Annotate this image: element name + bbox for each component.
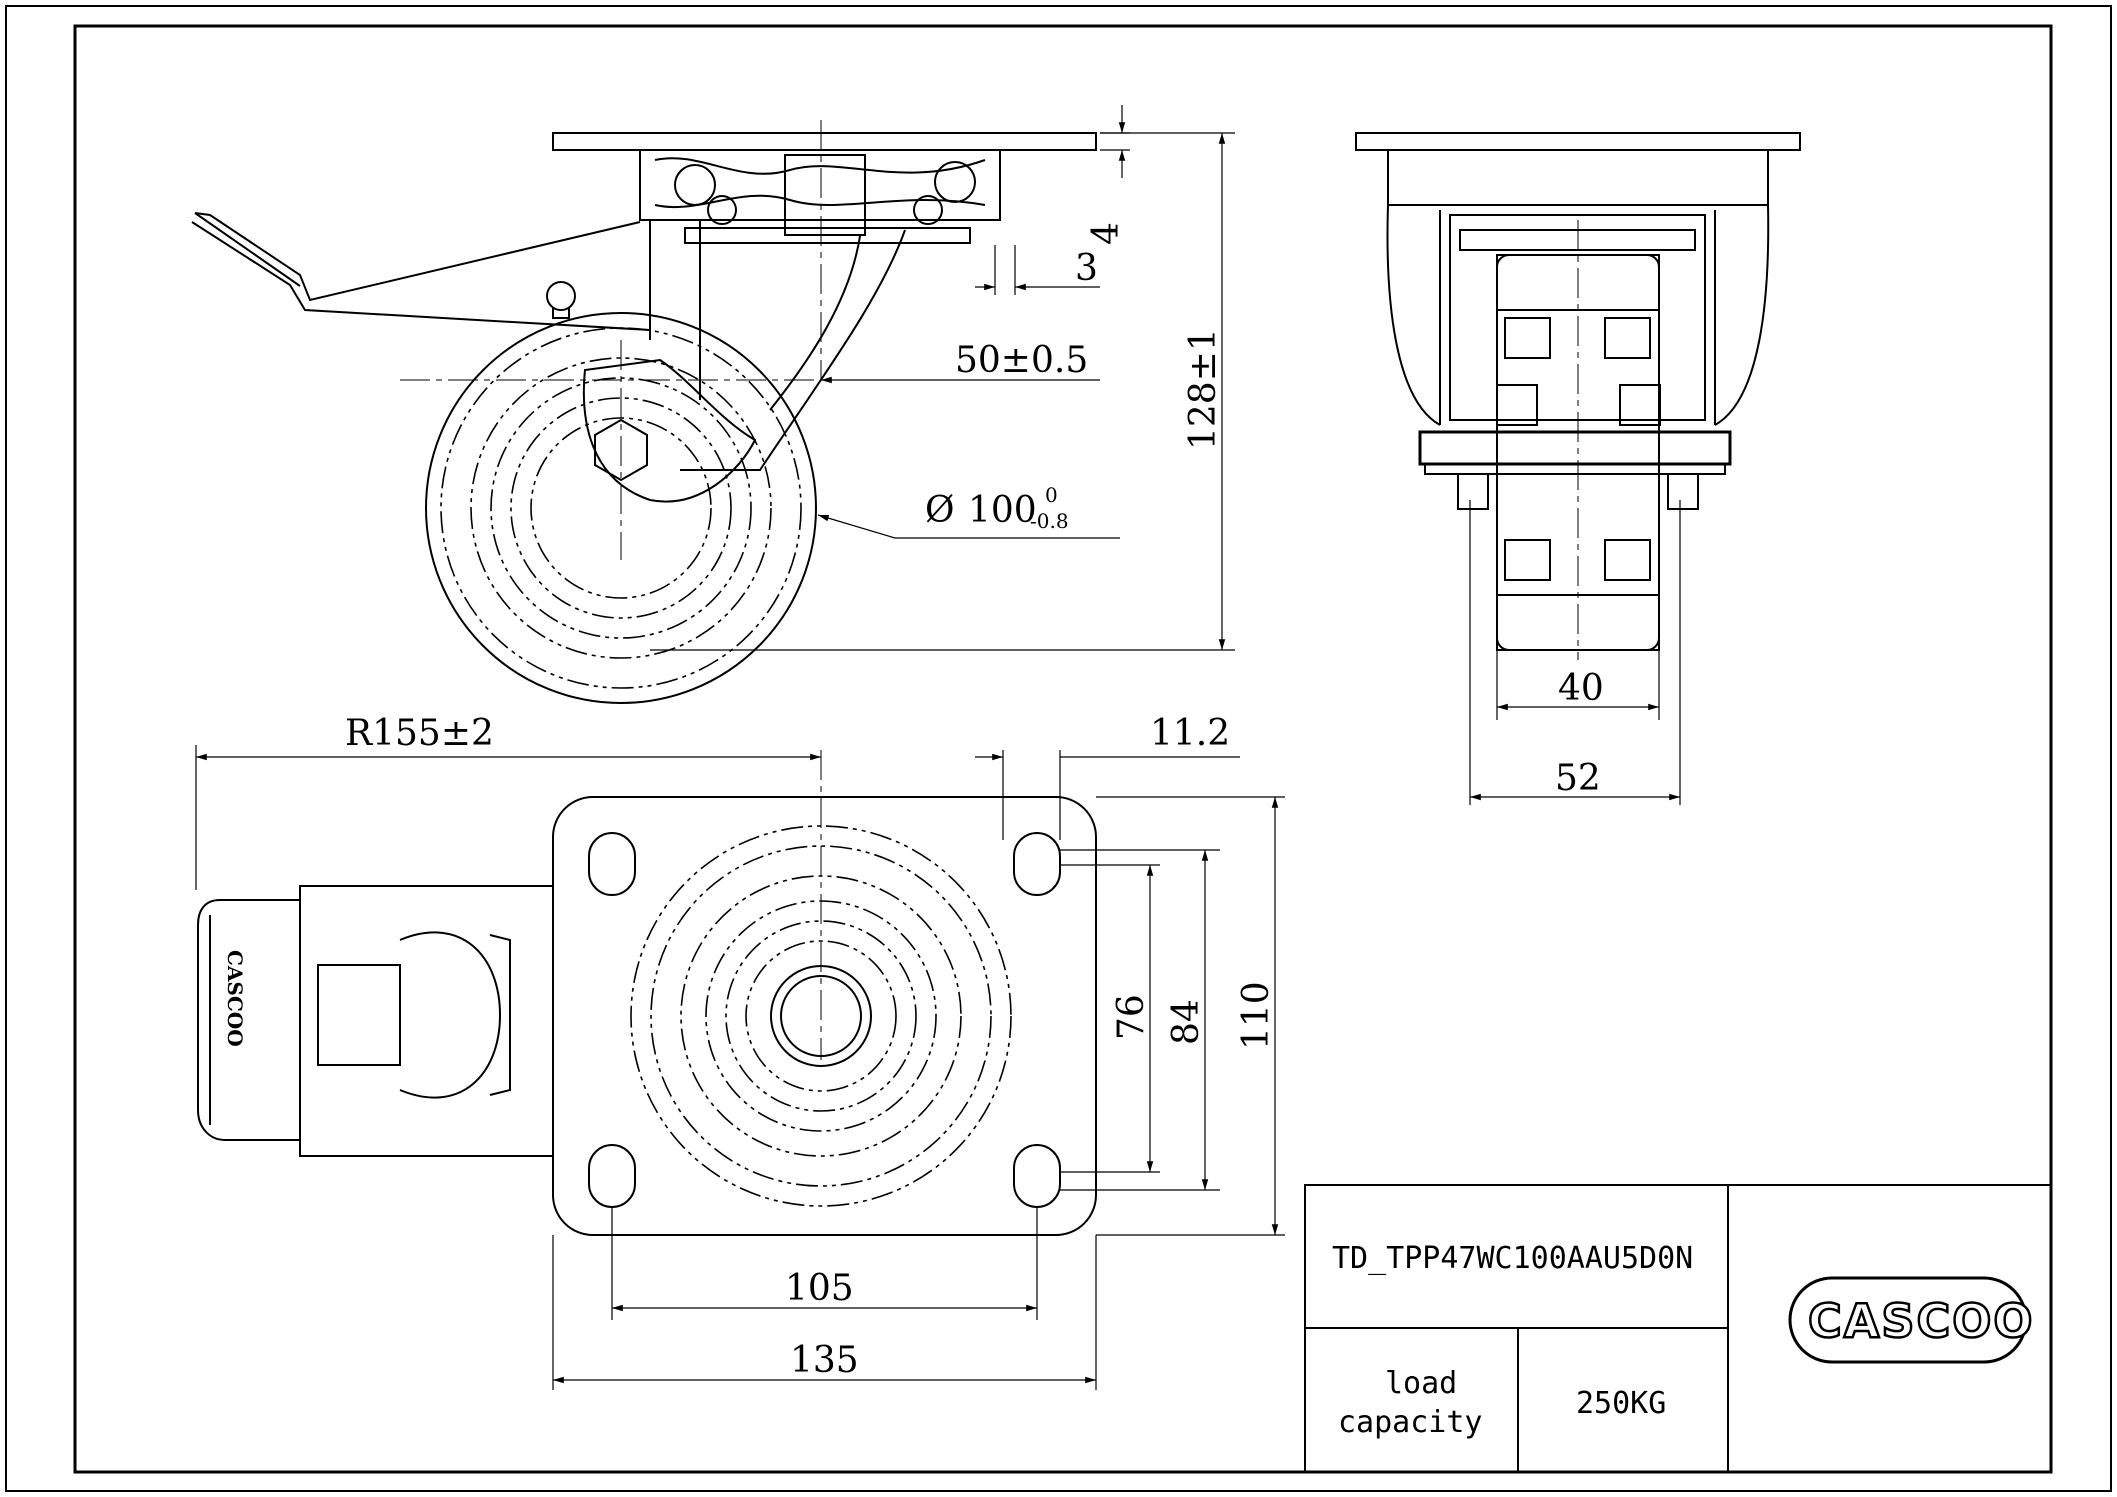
brake-pedal [317, 964, 401, 1066]
plan-view: CASCOO R155±2 11.2 76 84 110 105 [195, 713, 1285, 1390]
sheet-inner-border [73, 24, 2053, 1474]
load-capacity-label-1: load [1385, 1366, 1457, 1401]
dim-swivel-offset: 50±0.5 [955, 340, 1088, 381]
mounting-hole-tr [1013, 832, 1061, 896]
title-block: TD_TPP47WC100AAU5D0N load capacity 250KG… [1304, 1184, 2052, 1473]
load-capacity-value: 250KG [1576, 1386, 1666, 1421]
dim-wheel-diameter: 100 [968, 490, 1037, 531]
dim-overall-height: 128±1 [1183, 328, 1224, 450]
dim-hole-spacing-short: 76 [1111, 994, 1152, 1040]
dim-plate-length: 110 [1236, 981, 1277, 1050]
dim-overall-width: 52 [1555, 758, 1601, 799]
front-view: 40 52 [1355, 132, 1801, 805]
side-wheel-outer [425, 312, 817, 704]
dim-wheel-tol-upper: 0 [1045, 483, 1058, 507]
side-top-plate [552, 132, 1097, 151]
mounting-hole-br [1013, 1144, 1061, 1208]
dim-plate-thickness: 4 [1086, 222, 1127, 245]
dim-wheel-width: 40 [1558, 668, 1604, 709]
pedal-logo: CASCOO [223, 950, 247, 1047]
part-number: TD_TPP47WC100AAU5D0N [1332, 1241, 1693, 1276]
mounting-hole-bl [588, 1144, 636, 1208]
side-view: 4 3 50±0.5 128±1 Ø 100 0 -0.8 [191, 105, 1235, 704]
load-capacity-label-2: capacity [1338, 1405, 1483, 1440]
brand-logo [1788, 1276, 2028, 1364]
dim-hole-spacing-width: 105 [785, 1268, 854, 1309]
dim-slot-width: 11.2 [1150, 713, 1230, 754]
dim-plate-width: 135 [790, 1340, 859, 1381]
dim-offset: 3 [1075, 248, 1098, 289]
dim-swivel-radius: R155±2 [345, 713, 494, 754]
brand-logo-text: CASCOO [1808, 1294, 2034, 1348]
sheet-outer-border [5, 5, 2112, 1492]
dim-diameter-symbol: Ø [925, 490, 955, 531]
dim-hole-spacing-long: 84 [1166, 999, 1207, 1045]
front-top-plate [1355, 132, 1801, 151]
dim-wheel-tol-lower: -0.8 [1030, 509, 1069, 533]
hex-nut [594, 418, 648, 482]
mounting-hole-tl [588, 832, 636, 896]
